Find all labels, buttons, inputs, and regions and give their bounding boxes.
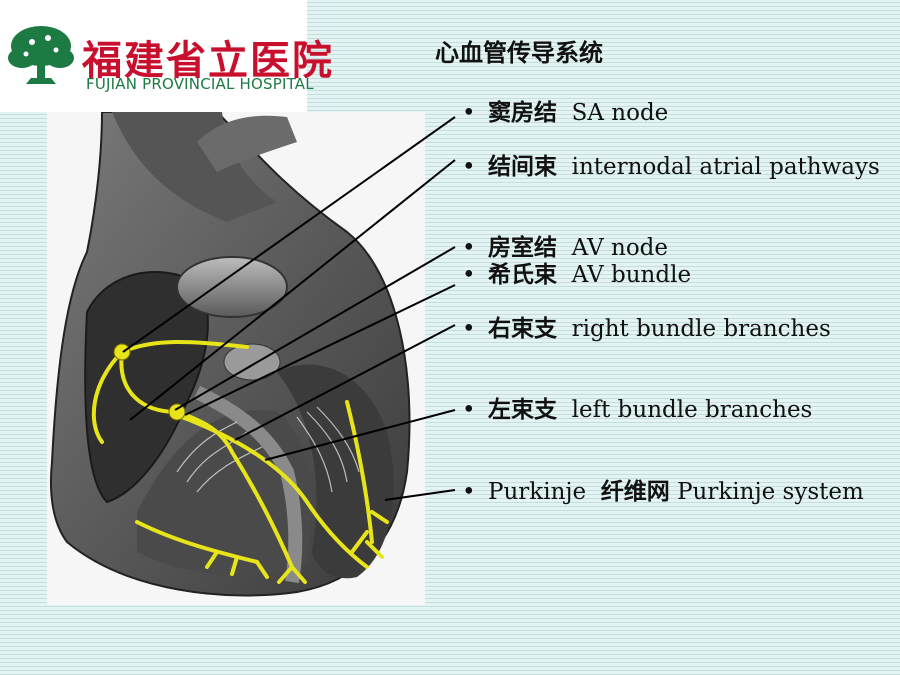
item-en: SA node [571, 100, 669, 126]
internodal-pathway-3 [91, 350, 124, 444]
item-en: right bundle branches [571, 316, 831, 342]
av-node [168, 403, 186, 421]
bullet-icon: • [462, 397, 476, 423]
heart-diagram [49, 112, 411, 597]
slide-title: 心血管传导系统 [435, 39, 603, 67]
logo-english-name: FUJIAN PROVINCIAL HOSPITAL [86, 75, 314, 93]
item-en-suffix: Purkinje system [669, 479, 864, 505]
item-cn: 右束支 [488, 316, 557, 342]
purkinje-fibers-right [135, 520, 259, 564]
right-bundle-branch [230, 450, 294, 569]
item-en-prefix: Purkinje [488, 479, 587, 505]
bullet-icon: • [462, 262, 476, 288]
item-cn: 纤维网 [600, 479, 670, 505]
item-cn: 左束支 [488, 397, 557, 423]
bullet-icon: • [462, 479, 476, 505]
item-cn: 窦房结 [488, 100, 557, 126]
sa-node [113, 343, 131, 361]
item-en: internodal atrial pathways [571, 154, 880, 180]
heart-illustration [47, 112, 425, 605]
tree-icon [8, 26, 74, 84]
logo-chinese-name: 福建省立医院 [82, 37, 334, 84]
left-bundle-branch [180, 415, 369, 569]
bullet-icon: • [462, 154, 476, 180]
item-en: AV node [571, 235, 669, 261]
item-cn: 希氏束 [488, 262, 557, 288]
item-cn: 房室结 [488, 235, 557, 261]
item-en: AV bundle [571, 262, 692, 288]
hospital-logo: 福建省立医院 FUJIAN PROVINCIAL HOSPITAL [0, 0, 332, 112]
valve-ring [176, 256, 288, 318]
item-cn: 结间束 [488, 154, 557, 180]
aortic-valve [223, 343, 281, 381]
bullet-icon: • [462, 316, 476, 342]
item-en: left bundle branches [571, 397, 813, 423]
bullet-icon: • [462, 235, 476, 261]
bullet-icon: • [462, 100, 476, 126]
